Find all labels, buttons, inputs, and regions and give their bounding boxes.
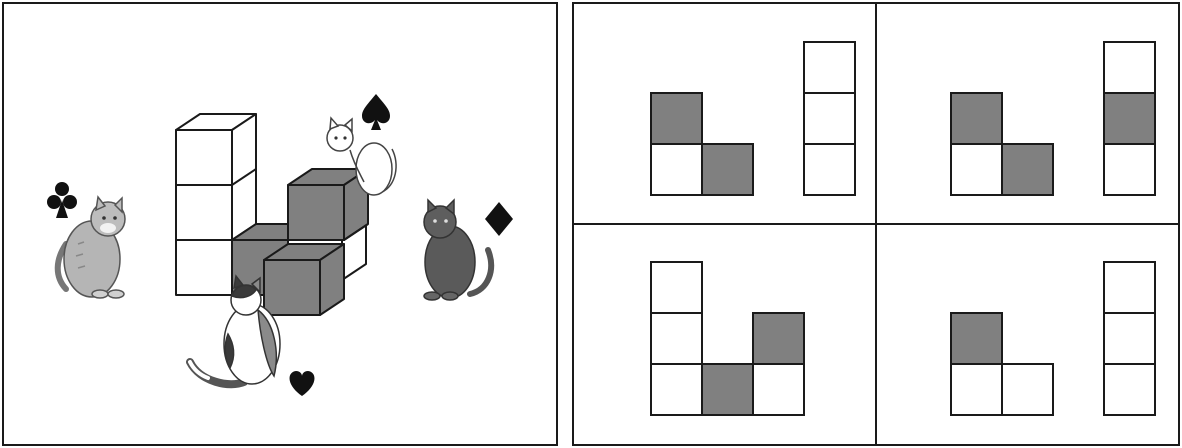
option-2[interactable] <box>951 42 1155 195</box>
shaded-cell <box>651 93 702 144</box>
empty-cell <box>651 364 702 415</box>
shaded-cell <box>1002 144 1053 195</box>
empty-cell <box>651 262 702 313</box>
option-4[interactable] <box>951 262 1155 415</box>
empty-cell <box>1002 364 1053 415</box>
heart-suit-icon <box>290 371 315 396</box>
scene-panel <box>2 2 558 446</box>
empty-cell <box>1104 364 1155 415</box>
shaded-cell <box>702 144 753 195</box>
empty-cell <box>804 144 855 195</box>
empty-cell <box>651 313 702 364</box>
option-3[interactable] <box>651 262 804 415</box>
diamond-suit-icon <box>485 202 513 236</box>
empty-cell <box>804 42 855 93</box>
empty-cell <box>1104 42 1155 93</box>
options-grid <box>574 4 1178 444</box>
shaded-cell <box>753 313 804 364</box>
scene-illustration <box>4 4 556 444</box>
options-panel <box>572 2 1180 446</box>
empty-cell <box>1104 144 1155 195</box>
empty-cell <box>951 144 1002 195</box>
empty-cell <box>1104 313 1155 364</box>
empty-cell <box>1104 262 1155 313</box>
empty-cell <box>804 93 855 144</box>
tabby-cat-icon <box>58 197 125 298</box>
club-suit-icon <box>47 182 77 218</box>
option-1[interactable] <box>651 42 855 195</box>
shaded-cell <box>1104 93 1155 144</box>
black-cat-icon <box>424 200 491 300</box>
shaded-cell <box>951 313 1002 364</box>
empty-cell <box>651 144 702 195</box>
spade-suit-icon <box>362 94 390 130</box>
shaded-cell <box>702 364 753 415</box>
shaded-cell <box>951 93 1002 144</box>
empty-cell <box>753 364 804 415</box>
empty-cell <box>951 364 1002 415</box>
